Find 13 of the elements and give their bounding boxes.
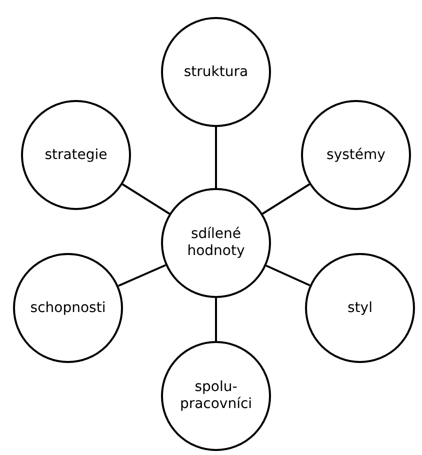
connector-line [266, 264, 310, 286]
node-label: sdílené hodnoty [186, 226, 246, 260]
connector-line [215, 127, 217, 188]
connector-line [262, 183, 310, 215]
node-label: schopnosti [30, 300, 106, 316]
node-label: struktura [184, 64, 248, 80]
connector-line [215, 298, 217, 341]
node-label: styl [348, 300, 372, 316]
node-label: strategie [44, 146, 108, 164]
node-label: spolu- pracovníci [178, 379, 254, 413]
connector-line [122, 183, 170, 215]
node-label: systémy [326, 146, 386, 164]
connector-line [118, 264, 166, 287]
